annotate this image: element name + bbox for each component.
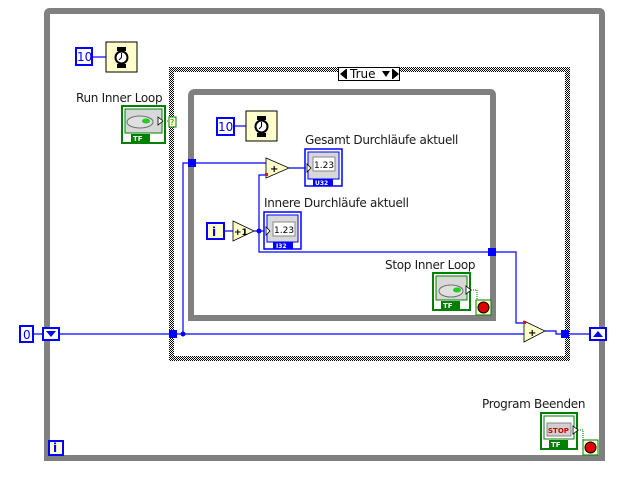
innere-durchlaeufe-indicator[interactable]: 1.23 I32 — [263, 211, 302, 250]
increment-case-arrow-icon[interactable] — [392, 69, 399, 79]
inner-iteration-terminal: i — [206, 222, 225, 240]
inner-add-node[interactable]: + — [265, 157, 291, 179]
wire-junction — [180, 331, 186, 337]
case-selector[interactable]: True — [338, 67, 400, 81]
svg-text:1.23: 1.23 — [274, 226, 294, 236]
svg-text:i: i — [53, 441, 57, 455]
outer-iteration-terminal: i — [48, 440, 64, 456]
wires — [33, 56, 590, 335]
outer-loop-condition-terminal[interactable] — [582, 439, 599, 456]
svg-text:TF: TF — [443, 302, 453, 310]
case-input-tunnel[interactable] — [169, 330, 177, 338]
program-beenden-control[interactable]: STOP TF — [540, 412, 579, 450]
case-selector-terminal[interactable]: ? — [168, 116, 177, 128]
svg-text:STOP: STOP — [548, 427, 569, 435]
boolean-wire — [578, 429, 584, 441]
outer-add-node[interactable]: + — [523, 320, 546, 343]
inner-loop-output-tunnel[interactable] — [488, 248, 496, 256]
case-dropdown-icon[interactable] — [382, 71, 390, 77]
boolean-wire — [471, 289, 478, 301]
wire-junction — [256, 228, 262, 234]
inner-loop-input-tunnel[interactable] — [188, 159, 196, 167]
stop-inner-loop-label: Stop Inner Loop — [385, 258, 476, 272]
gesamt-durchlaeufe-indicator[interactable]: 1.23 U32 — [304, 148, 343, 187]
inner-wait-function-icon[interactable] — [245, 110, 278, 142]
svg-text:TF: TF — [133, 135, 143, 143]
case-selector-value: True — [350, 67, 376, 81]
inner-loop-condition-terminal[interactable] — [475, 299, 492, 316]
case-output-tunnel[interactable] — [561, 330, 569, 338]
innere-durchlaeufe-label: Innere Durchläufe aktuell — [264, 196, 409, 210]
gesamt-durchlaeufe-label: Gesamt Durchläufe aktuell — [305, 133, 459, 147]
outer-wait-function-icon[interactable] — [105, 41, 138, 73]
svg-text:+: + — [270, 164, 278, 175]
svg-text:10: 10 — [218, 120, 233, 134]
run-inner-loop-label: Run Inner Loop — [76, 91, 163, 105]
svg-text:+: + — [528, 328, 536, 339]
run-inner-loop-control[interactable]: TF — [121, 105, 166, 144]
svg-text:0: 0 — [23, 328, 31, 342]
stop-inner-loop-control[interactable]: TF — [432, 272, 472, 311]
shift-register-right[interactable] — [589, 327, 607, 341]
shift-register-left[interactable] — [42, 327, 60, 341]
svg-text:TF: TF — [551, 441, 561, 449]
increment-node[interactable]: +1 — [232, 220, 255, 242]
svg-text:+1: +1 — [234, 228, 248, 238]
svg-text:i: i — [212, 225, 216, 239]
svg-text:U32: U32 — [315, 180, 328, 187]
svg-text:10: 10 — [77, 50, 92, 64]
svg-text:1.23: 1.23 — [314, 161, 334, 171]
outer-while-loop[interactable] — [44, 8, 605, 461]
shift-register-init-constant[interactable]: 0 — [19, 325, 34, 343]
svg-text:I32: I32 — [276, 243, 287, 250]
program-beenden-label: Program Beenden — [482, 397, 586, 411]
inner-wait-constant[interactable]: 10 — [216, 117, 235, 136]
svg-text:?: ? — [170, 118, 174, 127]
decrement-case-arrow-icon[interactable] — [340, 69, 347, 79]
outer-wait-constant[interactable]: 10 — [75, 47, 93, 66]
inner-while-loop[interactable] — [188, 89, 496, 321]
